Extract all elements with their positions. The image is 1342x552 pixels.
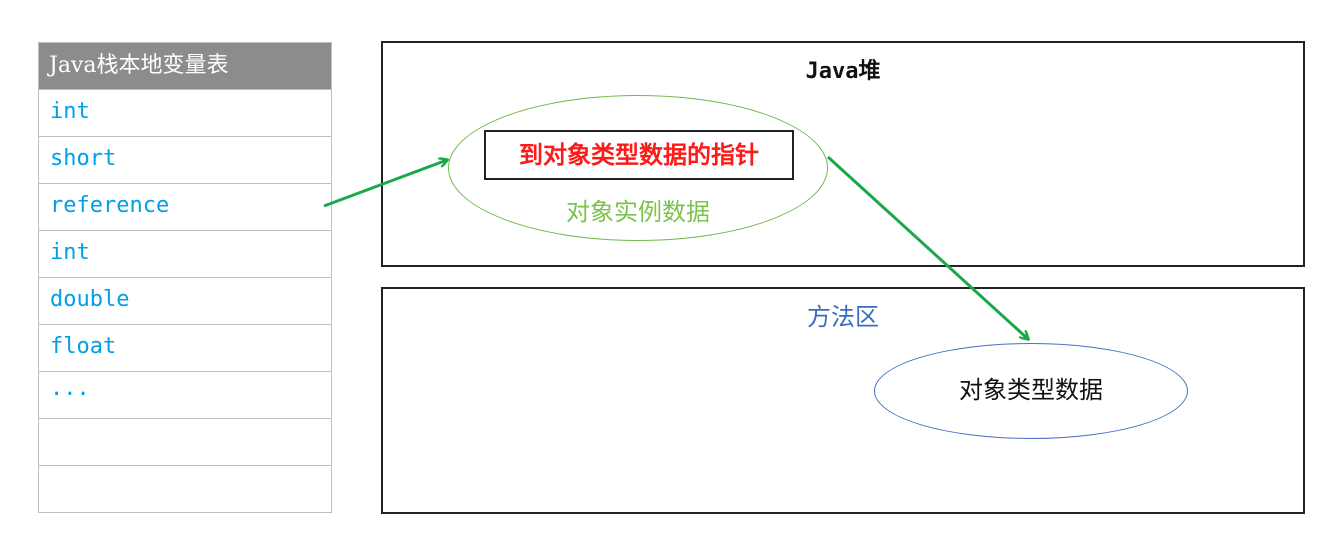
local-variable-table-header: Java栈本地变量表 bbox=[39, 43, 331, 89]
table-row-reference: reference bbox=[39, 183, 331, 230]
table-row: int bbox=[39, 230, 331, 277]
object-type-data-ellipse: 对象类型数据 bbox=[874, 343, 1188, 439]
table-row-empty bbox=[39, 465, 331, 512]
object-instance-label: 对象实例数据 bbox=[566, 198, 710, 226]
table-row: short bbox=[39, 136, 331, 183]
java-heap-title: Java堆 bbox=[805, 59, 881, 84]
table-row-ellipsis: ... bbox=[39, 371, 331, 418]
table-row: float bbox=[39, 324, 331, 371]
table-row: double bbox=[39, 277, 331, 324]
type-pointer-box: 到对象类型数据的指针 bbox=[484, 130, 794, 180]
table-row-empty bbox=[39, 418, 331, 465]
local-variable-table: Java栈本地变量表 int short reference int doubl… bbox=[38, 42, 332, 513]
table-row: int bbox=[39, 89, 331, 136]
method-area-title: 方法区 bbox=[807, 303, 879, 331]
